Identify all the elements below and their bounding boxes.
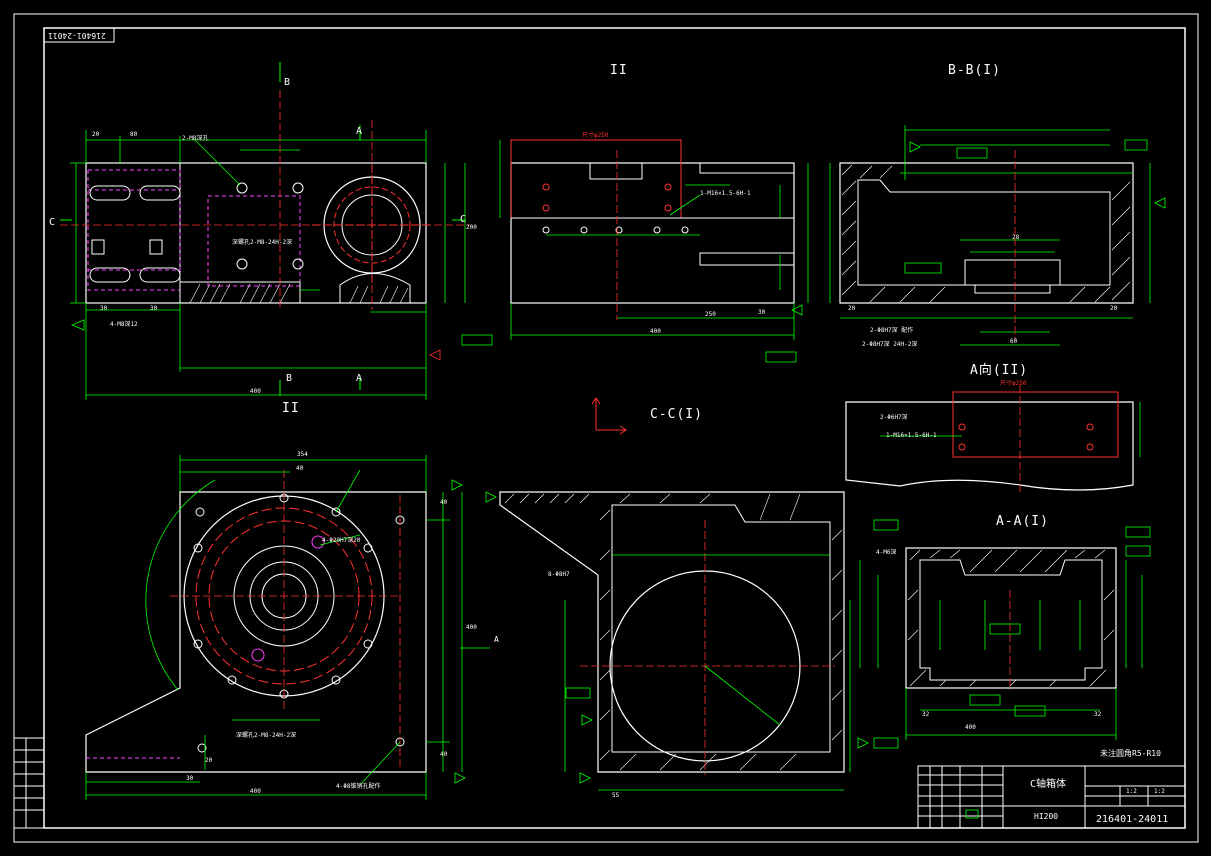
dim-28-bb: 28 (1012, 234, 1020, 241)
inner-frame (43, 27, 1186, 829)
note-thread: 1-M16×1.5-6H-1 (700, 190, 751, 197)
note-thread-a: 1-M16×1.5-6H-1 (886, 432, 937, 439)
drawing-number: 216401-24011 (1096, 814, 1169, 825)
outer-frame (13, 13, 1199, 843)
left-margin-table (13, 737, 45, 829)
dim-30-left: 30 (100, 305, 108, 312)
dim-30-plan: 30 (186, 775, 194, 782)
dim-40-plan: 40 (296, 465, 304, 472)
note-aa: 4-M6深 (876, 549, 897, 556)
section-mark-a-bottom: A (356, 373, 364, 384)
dim-400-ii: 400 (650, 328, 661, 335)
note-cc: 8-Φ8H7 (548, 571, 570, 578)
dim-80-top: 80 (130, 131, 138, 138)
section-mark-b-top: B (284, 77, 292, 88)
title-block-scale: 1:2 (1126, 788, 1137, 795)
dim-200-front: 200 (466, 224, 477, 231)
section-mark-a-top: A (356, 126, 364, 137)
note-holes-5: 2-Φ8H7深 24H-2深 (862, 341, 918, 348)
section-mark-c-right: C (460, 214, 468, 225)
dim-400-aa: 400 (965, 724, 976, 731)
section-bb-title: B-B(I) (948, 63, 1001, 78)
dim-20-plan: 20 (205, 757, 213, 764)
dim-20-bb2: 20 (848, 305, 856, 312)
note-bottom-2: 深螺孔2-M8-24H-2深 (236, 732, 297, 739)
dim-20-bb: 20 (1110, 305, 1118, 312)
section-mark-c-left: C (49, 217, 57, 228)
title-block (917, 765, 1186, 829)
general-note-fillet: 未注圆角R5-R10 (1100, 749, 1161, 758)
dim-32-aa: 32 (922, 711, 930, 718)
view-a-title: A向(II) (970, 363, 1029, 378)
note-bottom: 4-Φ8锥销孔配作 (336, 783, 381, 790)
view-ii-title-top: II (610, 63, 628, 78)
section-cc-view (460, 397, 851, 791)
plan-view-bottom-left (85, 455, 463, 800)
dim-40-plan-v2: 40 (440, 751, 448, 758)
title-block-sheet: 1:2 (1154, 788, 1165, 795)
corner-code-box (43, 27, 115, 43)
view-ii-title-bottom: II (282, 401, 300, 416)
view-a-marker: A (494, 635, 499, 644)
dim-20-top: 20 (92, 131, 100, 138)
part-name: C轴箱体 (1030, 779, 1067, 790)
dim-32-aa2: 32 (1094, 711, 1102, 718)
note-holes-1: 2-M8深孔 (182, 135, 209, 142)
note-red-dim-a: 尺寸φ250 (1000, 380, 1027, 387)
note-holes-3: 4-M8深12 (110, 321, 138, 328)
section-cc-title: C-C(I) (650, 407, 703, 422)
note-red-dim-ii: 尺寸φ250 (582, 132, 609, 139)
tolerance-frames (70, 139, 1166, 819)
dim-55-cc: 55 (612, 792, 620, 799)
dim-30-ii: 30 (758, 309, 766, 316)
dim-250-ii: 250 (705, 311, 716, 318)
section-mark-b-bottom: B (286, 373, 294, 384)
dim-400-front: 400 (250, 388, 261, 395)
section-aa-title: A-A(I) (996, 514, 1049, 529)
dim-400-plan: 400 (250, 788, 261, 795)
section-bb-view (829, 125, 1151, 346)
view-a-direction (845, 385, 1141, 495)
dim-400-plan-v: 400 (466, 624, 477, 631)
front-view-top-left (60, 62, 470, 400)
note-holes-2: 深螺孔2-M8-24H-2深 (232, 239, 293, 246)
note-pin: 4-Φ20H7深20 (322, 537, 361, 544)
dim-40-plan-v: 40 (440, 499, 448, 506)
note-bb: 2-Φ6H7深 (880, 414, 908, 421)
note-holes-4: 2-Φ8H7深 配作 (870, 327, 914, 334)
model-number: HI200 (1034, 812, 1059, 821)
view-ii-top-middle (499, 139, 809, 340)
dim-30-left2: 30 (150, 305, 158, 312)
corner-code: 216401-24011 (48, 31, 106, 40)
dim-354-plan: 354 (297, 451, 308, 458)
section-aa-view (859, 547, 1143, 740)
dim-60-bb: 60 (1010, 338, 1018, 345)
